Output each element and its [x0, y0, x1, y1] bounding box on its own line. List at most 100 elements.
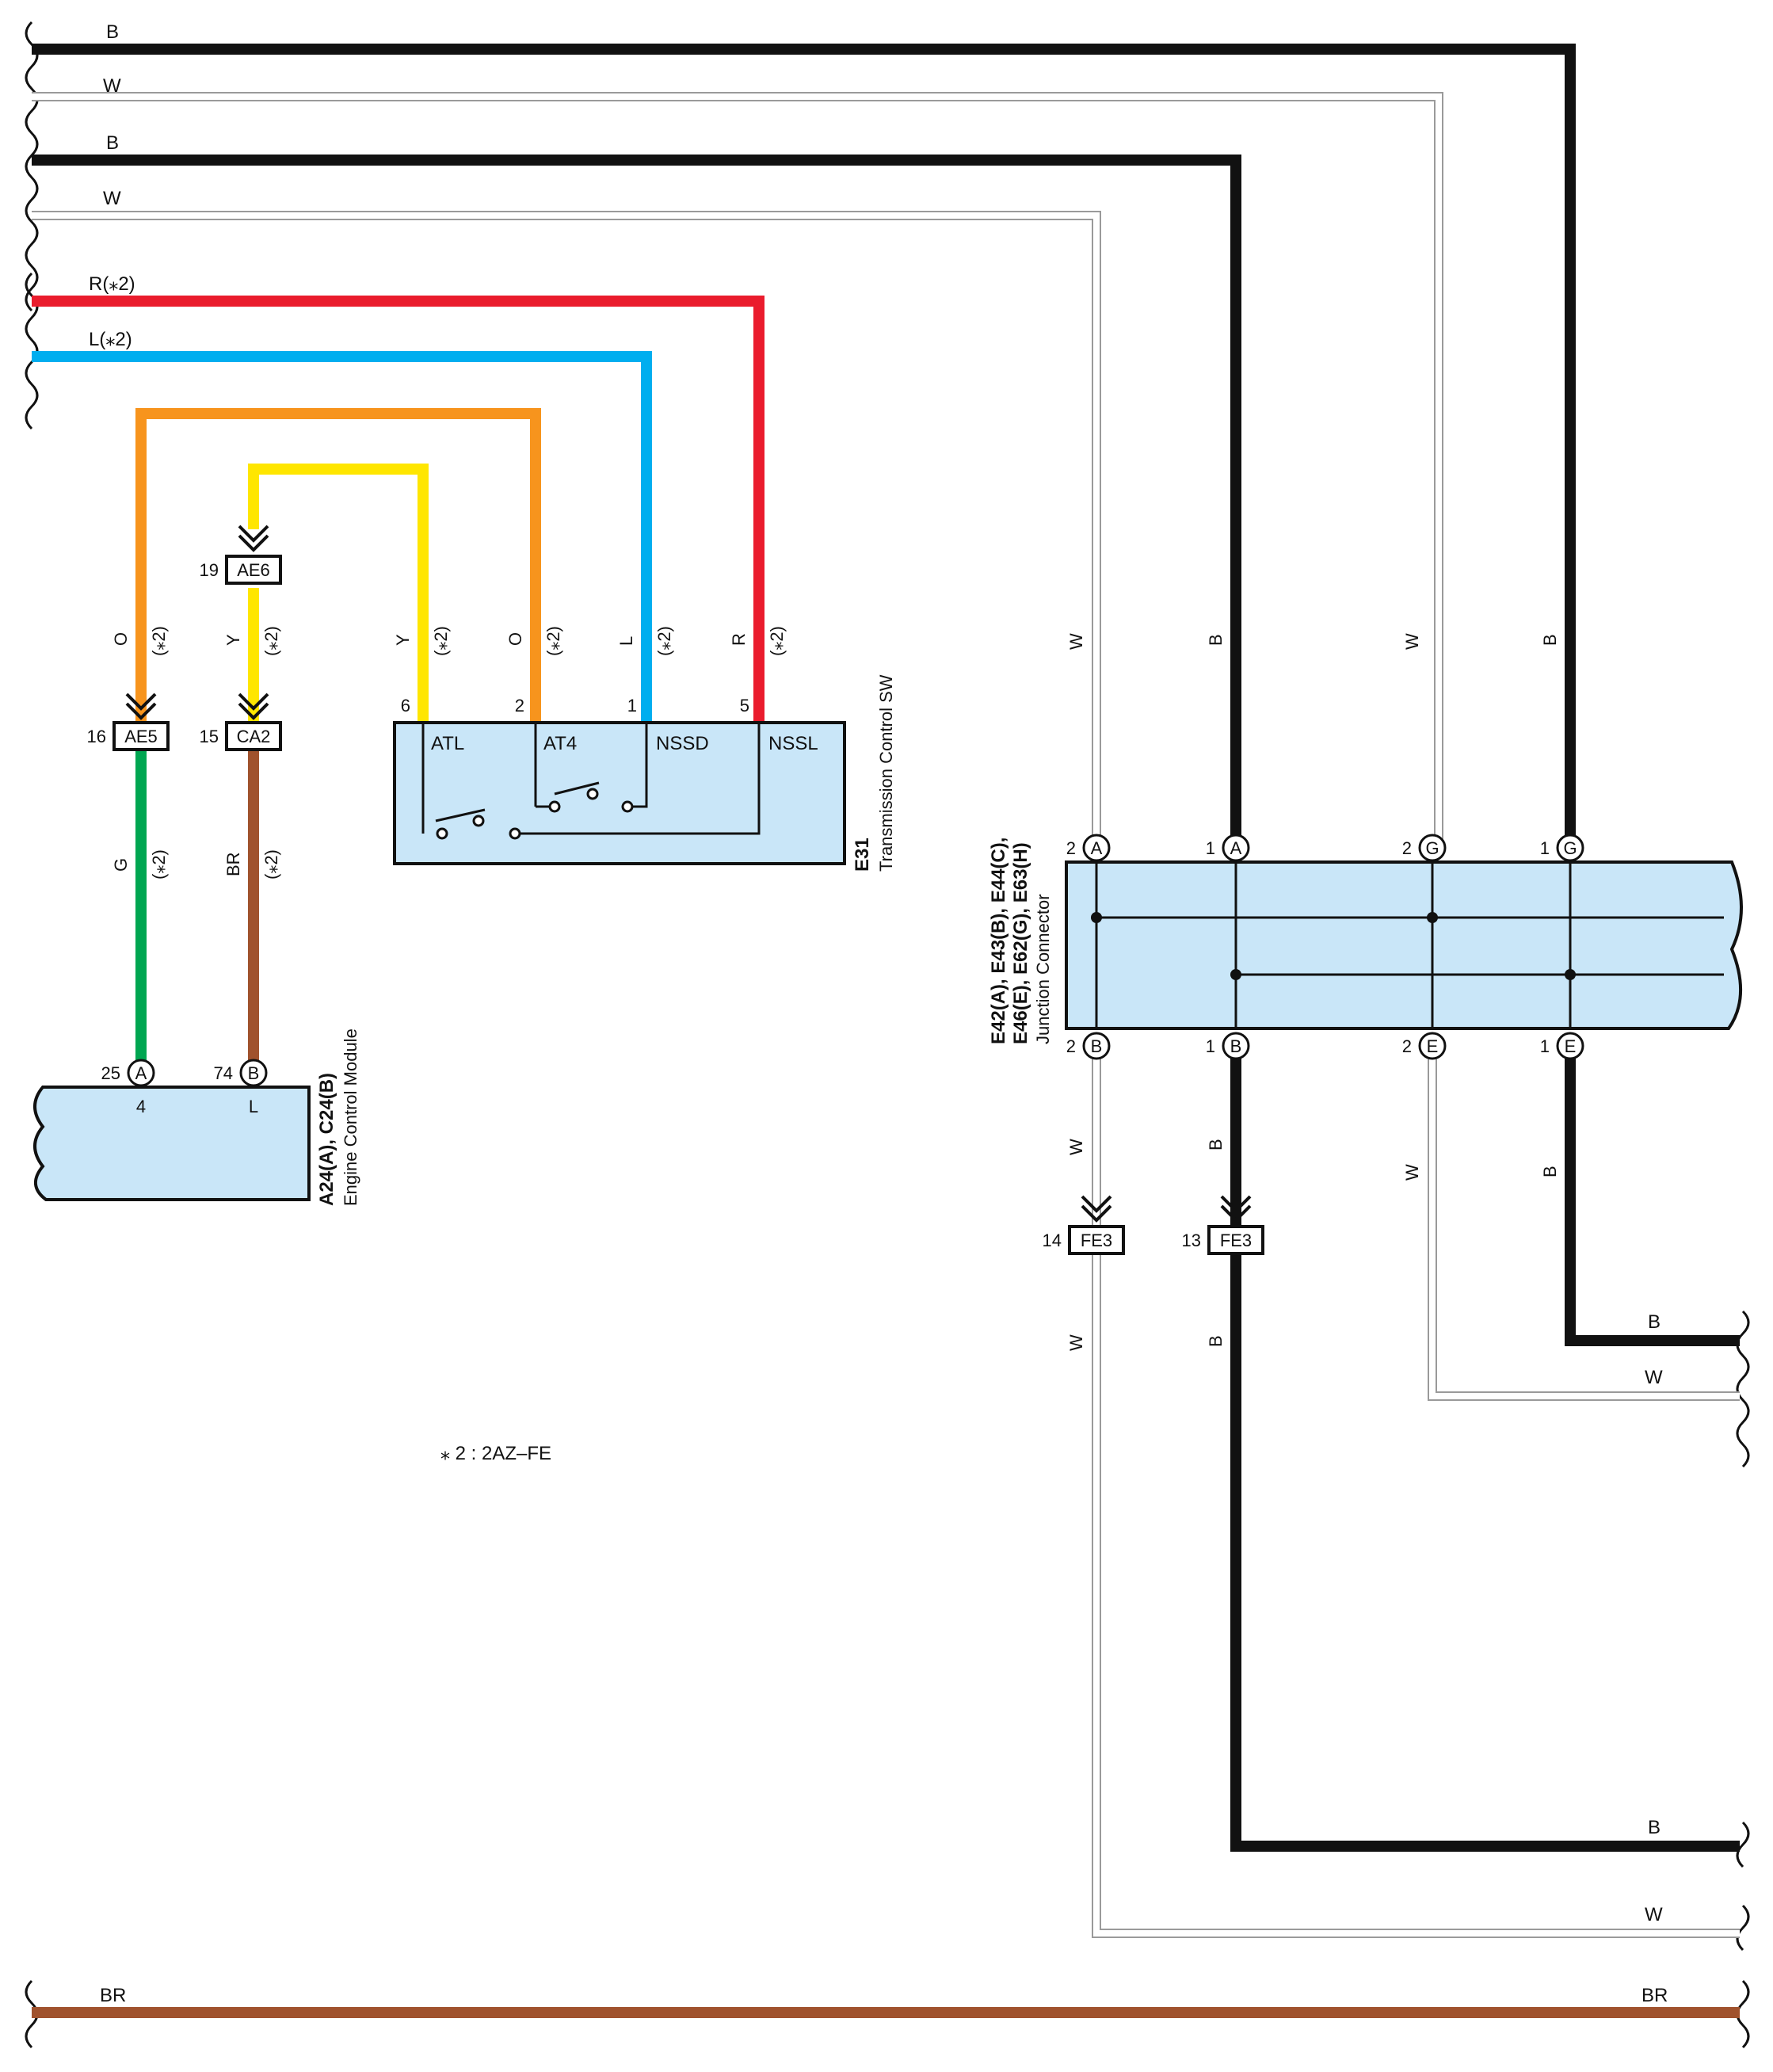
- connector-ca2: CA2 15: [200, 721, 282, 751]
- tsw-label-atl: ATL: [431, 733, 464, 754]
- ecm-code: A24(A), C24(B): [316, 1073, 337, 1206]
- jc-top-3-num: 2: [1402, 838, 1412, 858]
- jc-top-4-num: 1: [1540, 838, 1550, 858]
- tsw-pin-6: 6: [401, 696, 410, 715]
- label-right-b-upper: B: [1648, 1311, 1661, 1333]
- label-top-w2: W: [103, 188, 121, 209]
- connector-ae5-name: AE5: [124, 727, 158, 746]
- label-right-w-upper: W: [1645, 1367, 1663, 1388]
- vlabel-o-mid-note: (⁎2): [543, 626, 563, 656]
- vlabel-l-mid-note: (⁎2): [654, 626, 674, 656]
- label-top-b2: B: [106, 132, 119, 154]
- connector-fe3-left-name: FE3: [1081, 1231, 1112, 1250]
- connector-ca2-pin: 15: [200, 727, 219, 746]
- tsw-label-nssl: NSSL: [768, 733, 818, 754]
- jc-top-4-letter: G: [1563, 838, 1577, 858]
- vlabel-fe3-b: B: [1206, 1335, 1226, 1347]
- ecm-name: Engine Control Module: [341, 1028, 360, 1206]
- vlabel-y-left-note: (⁎2): [261, 626, 281, 656]
- label-top-w1: W: [103, 75, 121, 97]
- wire-y: [248, 464, 429, 723]
- label-l2: L(⁎2): [89, 329, 132, 350]
- vlabel-br-note: (⁎2): [261, 849, 281, 880]
- vlabel-y-left: Y: [223, 634, 243, 646]
- vlabel-r-mid: R: [729, 633, 749, 646]
- wire-b-top-2: [32, 155, 1241, 848]
- tsw-pin-1: 1: [627, 696, 637, 715]
- tsw-name: Transmission Control SW: [876, 674, 896, 872]
- vlabel-jb-top-a: B: [1206, 634, 1226, 646]
- wire-b-bottom-right: [1565, 1058, 1740, 1346]
- tsw-label-nssd: NSSD: [656, 733, 709, 754]
- label-br-left: BR: [100, 1985, 126, 2006]
- vlabel-o-left: O: [111, 632, 131, 646]
- jc-name: Junction Connector: [1033, 894, 1053, 1044]
- vlabel-jw-bot-b: W: [1066, 1139, 1086, 1155]
- ecm-pin-a-letter: A: [135, 1063, 147, 1083]
- tsw-pin-2: 2: [515, 696, 524, 715]
- wire-b-top-1: [32, 44, 1576, 848]
- tsw-label-at4: AT4: [543, 733, 577, 754]
- jc-top-1-num: 2: [1066, 838, 1076, 858]
- connector-fe3-left-pin: 14: [1043, 1231, 1062, 1250]
- ecm-pin-a-num: 25: [101, 1063, 120, 1083]
- wire-b-bottom-left: [1230, 1058, 1740, 1852]
- jc-code-1: E42(A), E43(B), E44(C),: [988, 838, 1009, 1044]
- wire-l: [32, 351, 652, 723]
- vlabel-g-note: (⁎2): [149, 849, 169, 880]
- junction-connector: A A G G 2 1 2 1 B B E E 2 1 2 1 E42(A), …: [988, 834, 1743, 1060]
- jc-bot-1-num: 2: [1066, 1036, 1076, 1056]
- footnote: ⁎ 2 : 2AZ–FE: [440, 1443, 551, 1464]
- wire-o: [135, 408, 541, 723]
- vlabel-o-left-note: (⁎2): [149, 626, 169, 656]
- vlabel-g: G: [111, 858, 131, 872]
- jc-top-2-num: 1: [1206, 838, 1215, 858]
- vlabel-jb-bot-b: B: [1206, 1139, 1226, 1150]
- connector-ae5: AE5 16: [87, 721, 170, 751]
- connector-ae6: AE6 19: [200, 555, 282, 585]
- vlabel-r-mid-note: (⁎2): [767, 626, 787, 656]
- label-r2: R(⁎2): [89, 273, 135, 295]
- engine-control-module: A B 25 74 4 L A24(A), C24(B) Engine Cont…: [33, 1028, 360, 1206]
- vertical-labels: O (⁎2) Y (⁎2) Y (⁎2) O (⁎2) L (⁎2) R (⁎2…: [111, 626, 1560, 1351]
- jc-top-1-letter: A: [1091, 838, 1103, 858]
- vlabel-y-mid-note: (⁎2): [431, 626, 451, 656]
- vlabel-jw-top-a: W: [1066, 633, 1086, 650]
- left-break-marks: [25, 21, 39, 2049]
- vlabel-br: BR: [223, 852, 243, 876]
- connector-ae6-pin: 19: [200, 560, 219, 580]
- connector-ae5-pin: 16: [87, 727, 106, 746]
- vlabel-jw-bot-e: W: [1402, 1164, 1422, 1181]
- jc-top-2-letter: A: [1230, 838, 1242, 858]
- jc-top-3-letter: G: [1425, 838, 1439, 858]
- ecm-pin-b-num: 74: [214, 1063, 233, 1083]
- tsw-code: E31: [852, 838, 873, 872]
- transmission-control-sw: 6 2 1 5 ATL AT4 NSSD NSSL E3: [393, 674, 896, 872]
- vlabel-jb-top-g: B: [1540, 634, 1560, 646]
- label-right-w-lower: W: [1645, 1904, 1663, 1925]
- jc-code-2: E46(E), E62(G), E63(H): [1010, 842, 1031, 1044]
- label-right-b-lower: B: [1648, 1817, 1661, 1838]
- connector-ae6-name: AE6: [237, 560, 270, 580]
- chevrons: [125, 525, 1252, 1223]
- ecm-inner-l: L: [249, 1097, 258, 1116]
- right-break-marks: [1736, 1310, 1750, 2049]
- connector-fe3-right-name: FE3: [1220, 1231, 1252, 1250]
- connector-fe3-right-pin: 13: [1182, 1231, 1201, 1250]
- vlabel-o-mid: O: [505, 632, 525, 646]
- connector-fe3-right: FE3 13: [1182, 1225, 1264, 1255]
- vlabel-fe3-w: W: [1066, 1334, 1086, 1351]
- jc-bot-2-num: 1: [1206, 1036, 1215, 1056]
- connector-fe3-left: FE3 14: [1043, 1225, 1125, 1255]
- vlabel-y-mid: Y: [393, 634, 413, 646]
- label-br-right: BR: [1641, 1985, 1668, 2006]
- label-top-b1: B: [106, 21, 119, 43]
- vlabel-jw-top-g: W: [1402, 633, 1422, 650]
- ecm-pin-b-letter: B: [248, 1063, 260, 1083]
- wire-r: [32, 296, 764, 723]
- jc-bot-4-num: 1: [1540, 1036, 1550, 1056]
- ecm-inner-4: 4: [136, 1097, 146, 1116]
- tsw-pin-5: 5: [740, 696, 749, 715]
